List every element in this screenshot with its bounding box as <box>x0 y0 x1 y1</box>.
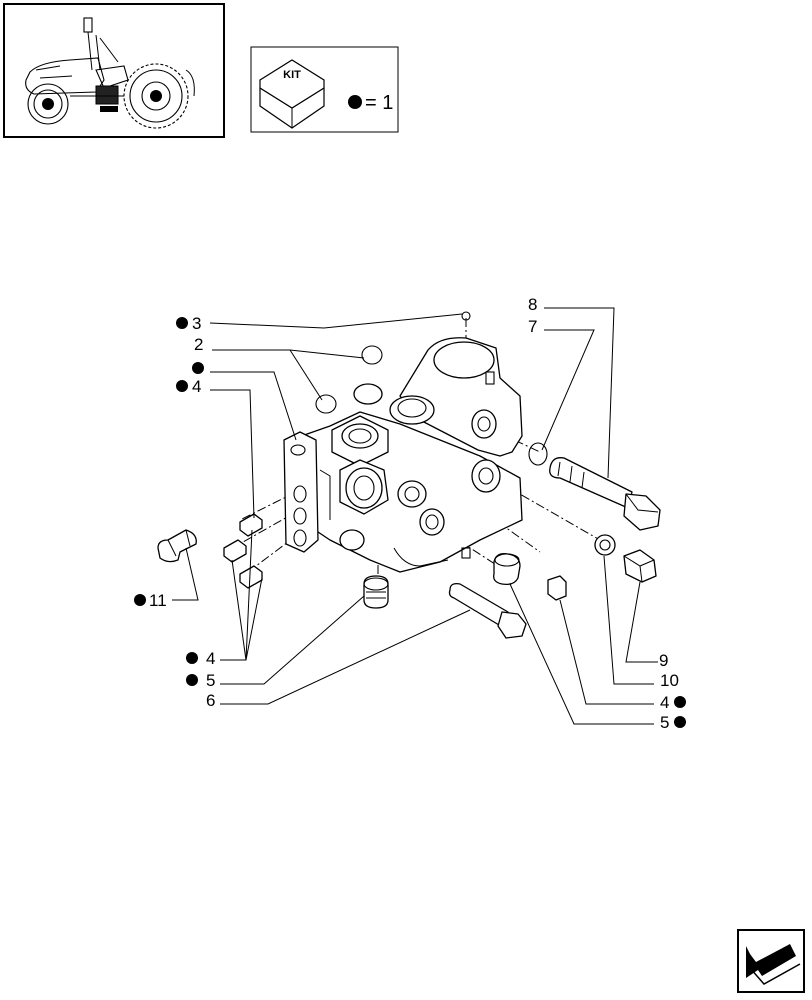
kit-dot-icon <box>674 696 686 708</box>
callout-10: 10 <box>660 671 679 690</box>
kit-legend: KIT = 1 <box>250 46 399 133</box>
plug-9 <box>623 549 657 583</box>
leader-lines <box>172 307 658 725</box>
kit-dot-icon <box>186 652 198 664</box>
o-ring-2-lower <box>315 394 337 414</box>
callout-7: 7 <box>528 317 537 336</box>
grub-screw-4-right <box>547 575 567 601</box>
pin-11 <box>157 529 197 563</box>
exploded-valve-diagram <box>157 311 661 639</box>
callout-11: 11 <box>149 591 167 610</box>
callout-9: 9 <box>659 651 668 670</box>
filled-dot-icon <box>348 95 362 109</box>
callout-4-upper: 4 <box>192 377 201 396</box>
callout-3: 3 <box>192 314 201 333</box>
callout-5-right: 5 <box>660 713 669 732</box>
bolt-6 <box>448 582 527 639</box>
valve-body <box>283 337 523 573</box>
kit-equals-text: = 1 <box>365 92 393 114</box>
kit-dot-icon <box>192 362 204 374</box>
kit-box-icon <box>259 59 325 129</box>
o-ring-7 <box>528 442 548 466</box>
washer-10 <box>594 534 616 556</box>
kit-dot-icon <box>176 317 188 329</box>
o-ring-2-upper <box>361 345 383 365</box>
kit-dot-icon <box>176 380 188 392</box>
tractor-icon <box>25 17 195 129</box>
plug-5-right <box>493 553 521 586</box>
callout-5-left: 5 <box>206 671 215 690</box>
callout-6: 6 <box>206 691 215 710</box>
callout-4-lower: 4 <box>206 649 215 668</box>
callout-labels: 3 2 4 11 4 5 6 8 7 9 10 4 5 <box>134 295 686 732</box>
next-page-arrow-icon[interactable] <box>737 929 805 993</box>
vehicle-thumbnail <box>3 3 225 138</box>
callout-4-right: 4 <box>660 693 669 712</box>
kit-dot-icon <box>186 674 198 686</box>
callout-2: 2 <box>194 335 203 354</box>
kit-dot-icon <box>674 716 686 728</box>
plug-3 <box>461 311 471 321</box>
kit-label: KIT <box>283 69 301 81</box>
callout-8: 8 <box>528 295 537 314</box>
grub-screws-4-left <box>223 513 263 589</box>
plug-5-center <box>363 575 389 609</box>
kit-dot-icon <box>134 594 146 606</box>
bolt-8 <box>549 457 661 531</box>
